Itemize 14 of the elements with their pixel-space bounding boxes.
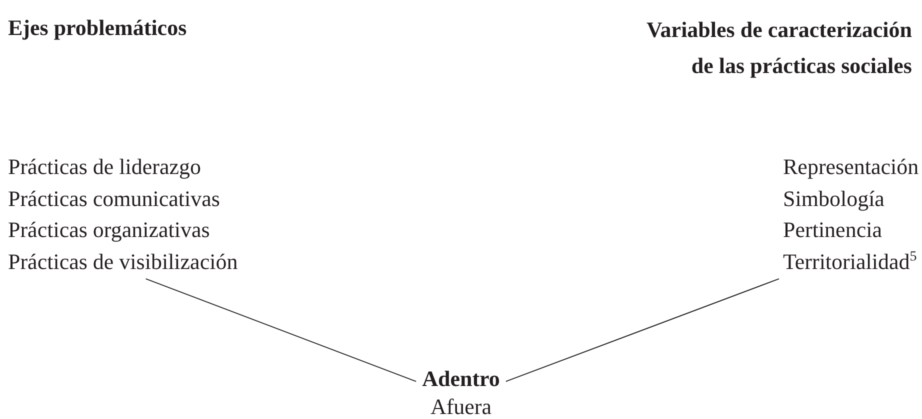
connector-line [145, 278, 417, 382]
list-item: Prácticas de liderazgo [8, 153, 202, 181]
list-item: Representación [783, 153, 919, 181]
list-item: Simbología [783, 184, 884, 213]
text-label: Afuera [430, 393, 492, 419]
connector-line [505, 278, 780, 382]
list-item: Pertinencia [783, 216, 882, 244]
list-item: Prácticas comunicativas [8, 184, 220, 213]
node-label: Adentro [422, 365, 500, 393]
column-heading: Variables de caracterización de las prácticas sociales [645, 16, 912, 80]
list-item: Prácticas de visibilización [8, 248, 238, 276]
list-item: Territorialidad$^{5}$ [783, 248, 917, 276]
list-item: Prácticas organizativas [8, 216, 210, 244]
column-heading: Ejes problemáticos [8, 14, 187, 42]
